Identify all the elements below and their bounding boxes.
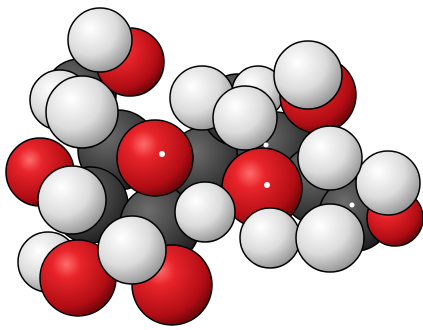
- hydrogen-atom: [239, 207, 301, 269]
- hydrogen-atom: [273, 40, 343, 110]
- oxygen-atom: [116, 119, 194, 197]
- hydrogen-atom: [37, 165, 107, 235]
- hydrogen-atom: [174, 181, 236, 243]
- highlight-dot: [159, 151, 165, 157]
- highlight-dot: [349, 202, 355, 208]
- highlight-dot: [263, 142, 269, 148]
- hydrogen-atom: [67, 7, 133, 73]
- hydrogen-atom: [295, 203, 365, 273]
- hydrogen-atom: [97, 215, 167, 285]
- hydrogen-atom: [297, 125, 363, 191]
- highlight-dot: [264, 182, 270, 188]
- hydrogen-atom: [45, 75, 119, 149]
- hydrogen-atom: [212, 85, 278, 151]
- hydrogen-atom: [355, 150, 421, 216]
